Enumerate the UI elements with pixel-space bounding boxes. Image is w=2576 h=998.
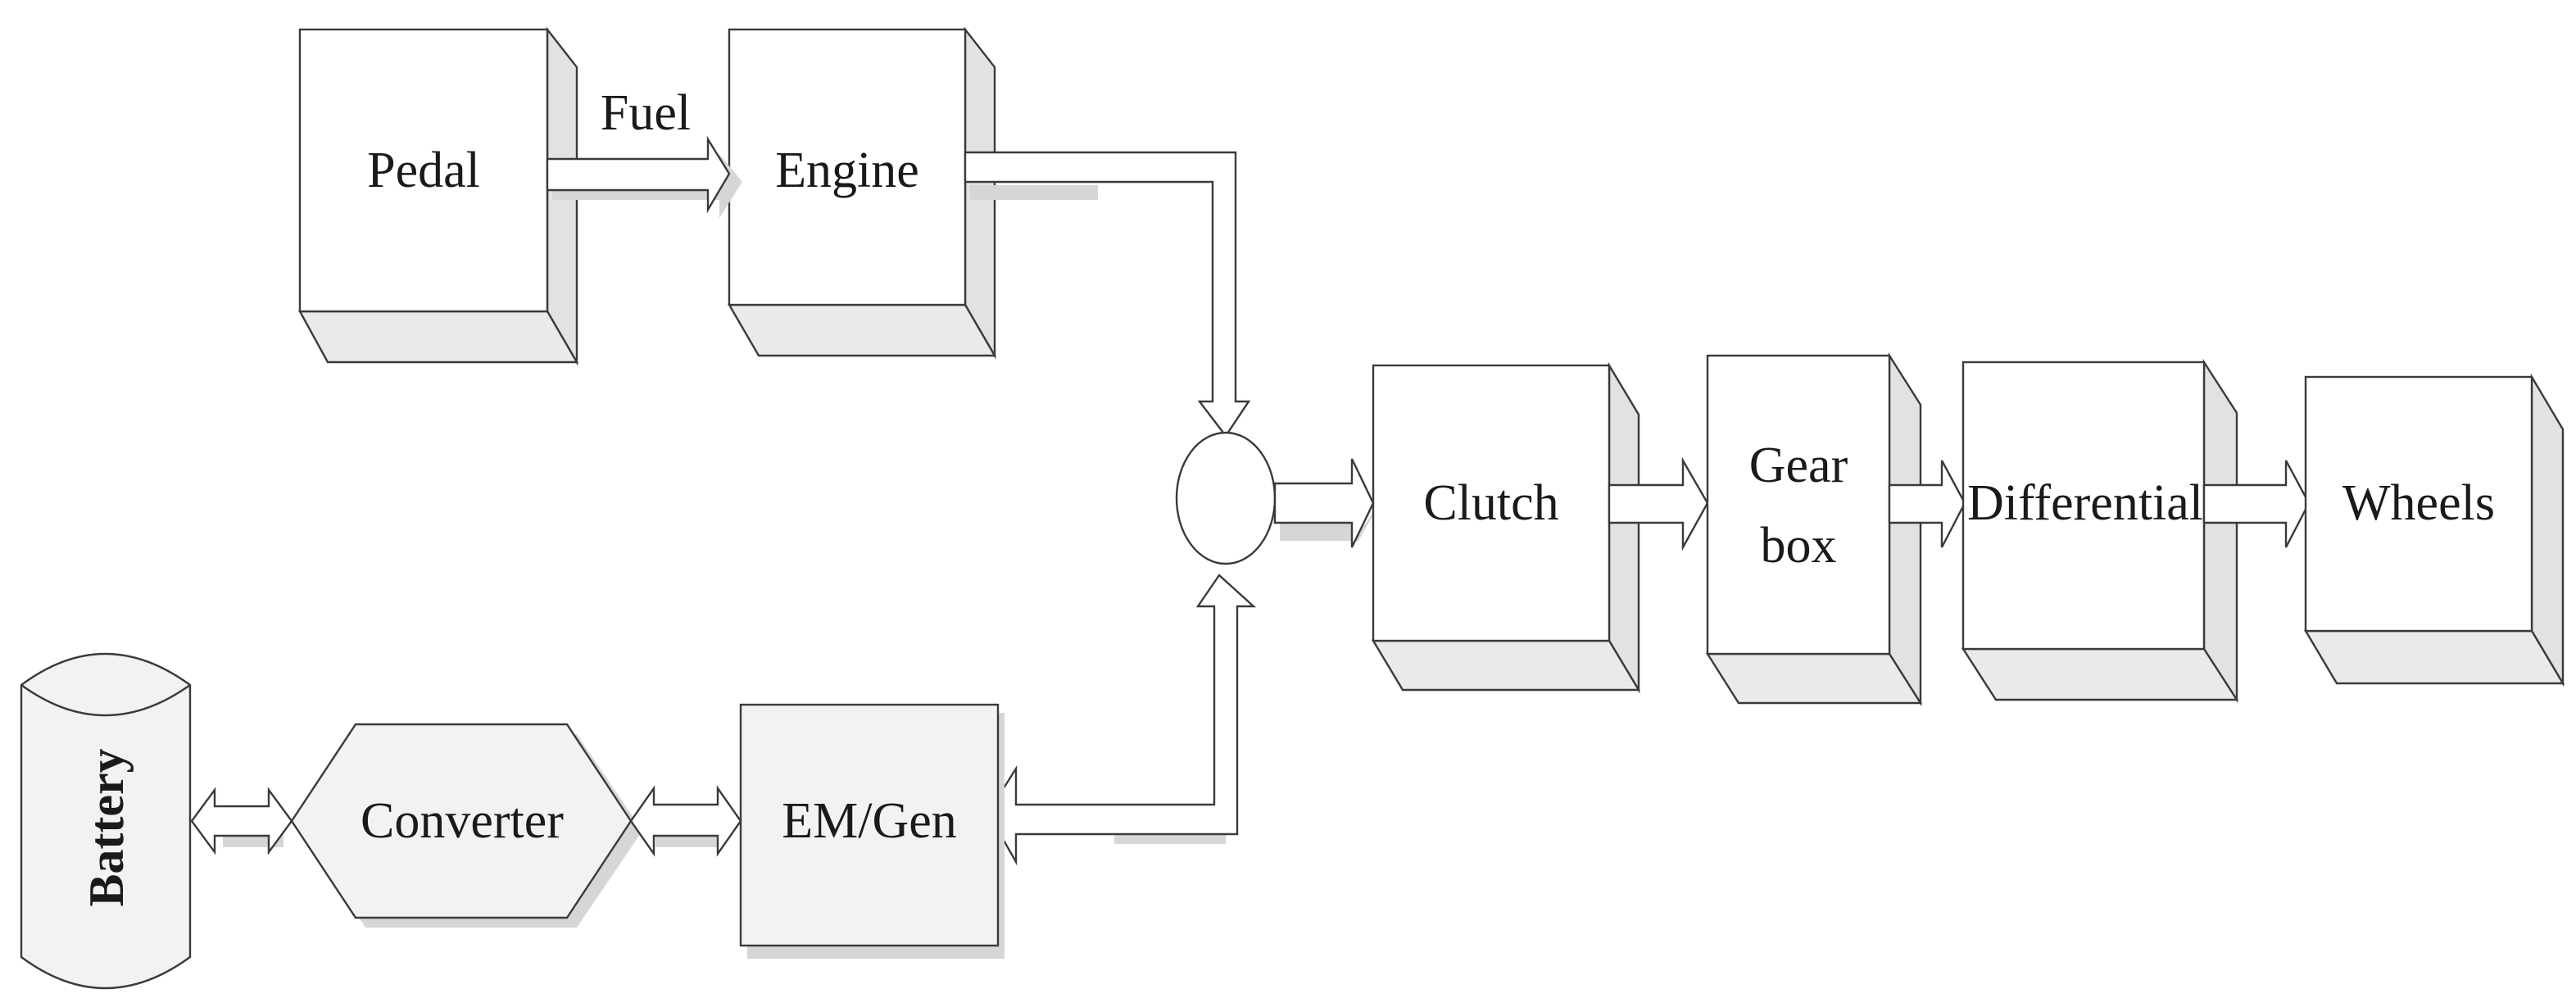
wheels-block: Wheels xyxy=(2303,373,2565,687)
fuel-label: Fuel xyxy=(601,85,691,141)
differential-label: Differential xyxy=(1967,475,2203,531)
battery-converter-arrow xyxy=(190,787,293,855)
converter-emgen-arrow xyxy=(629,785,742,857)
clutch-block: Clutch xyxy=(1371,361,1641,694)
summing-junction xyxy=(1175,431,1277,565)
engine-block: Engine xyxy=(727,26,997,360)
gearbox-block: Gear box xyxy=(1705,352,1923,707)
battery-block: Battery xyxy=(20,652,192,990)
converter-block: Converter xyxy=(290,723,642,928)
gearbox-label-line2: box xyxy=(1761,518,1837,574)
pedal-block: Pedal xyxy=(297,26,579,366)
converter-label: Converter xyxy=(361,793,564,849)
junction-to-clutch-arrow xyxy=(1273,458,1378,548)
engine-to-junction-arrow xyxy=(964,151,1251,438)
emgen-block: EM/Gen xyxy=(739,703,1005,959)
gearbox-to-differential-arrow xyxy=(1888,460,1966,548)
gearbox-label-line1: Gear xyxy=(1749,438,1848,493)
differential-block: Differential xyxy=(1961,358,2239,704)
engine-label: Engine xyxy=(775,143,919,198)
clutch-to-gearbox-arrow xyxy=(1608,456,1709,551)
clutch-label: Clutch xyxy=(1423,475,1558,531)
emgen-to-junction-arrow xyxy=(986,574,1257,866)
fuel-arrow xyxy=(546,135,742,218)
emgen-label: EM/Gen xyxy=(782,793,957,849)
pedal-label: Pedal xyxy=(367,143,480,198)
differential-to-wheels-arrow xyxy=(2202,460,2311,548)
battery-label: Battery xyxy=(79,748,134,906)
wheels-label: Wheels xyxy=(2342,475,2495,531)
